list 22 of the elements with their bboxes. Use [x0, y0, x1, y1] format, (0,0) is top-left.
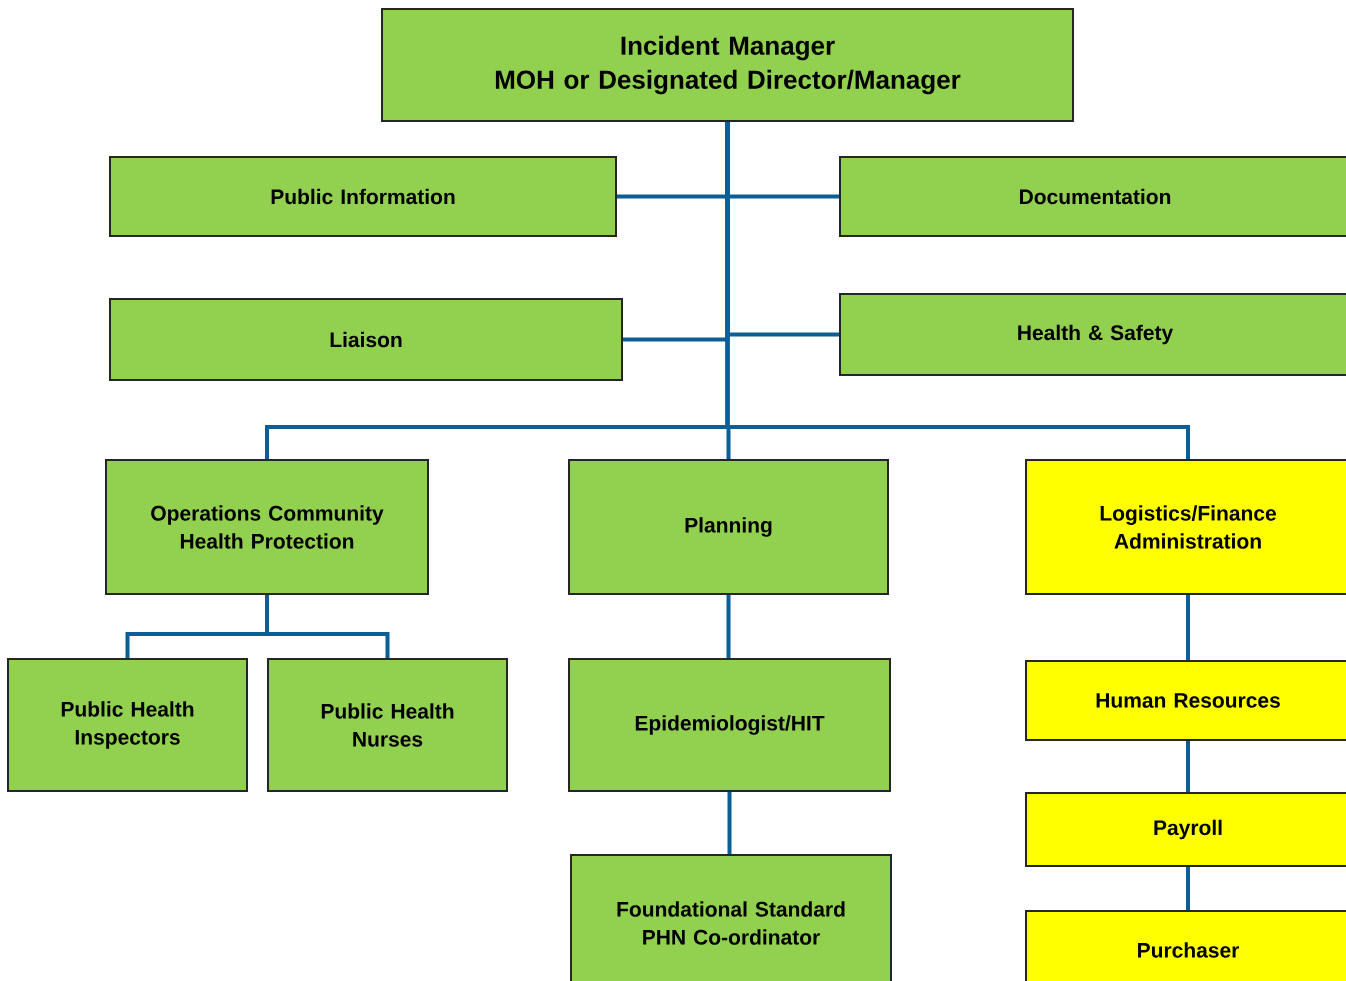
role-box: Incident Manager MOH or Designated Director/Manager — [381, 8, 1074, 122]
connector-line — [1186, 741, 1190, 792]
role-box: Logistics/Finance Administration — [1025, 459, 1346, 595]
role-box: Operations Community Health Protection — [105, 459, 429, 595]
connector-line — [727, 792, 732, 854]
connector-line — [725, 122, 1190, 459]
connector-line — [1186, 867, 1190, 910]
role-box: Planning — [568, 459, 889, 595]
role-box: Purchaser — [1025, 910, 1346, 981]
role-box: Human Resources — [1025, 660, 1346, 741]
connector-line — [1186, 595, 1190, 660]
role-box: Health & Safety — [839, 293, 1346, 376]
connector-line — [265, 595, 390, 658]
connector-line — [726, 595, 731, 658]
role-box: Epidemiologist/HIT — [568, 658, 891, 792]
role-box: Public Health Inspectors — [7, 658, 248, 792]
role-box: Documentation — [839, 156, 1346, 237]
role-box: Payroll — [1025, 792, 1346, 867]
role-box: Public Health Nurses — [267, 658, 508, 792]
role-box: Foundational Standard PHN Co-ordinator — [570, 854, 892, 981]
role-box: Liaison — [109, 298, 623, 381]
role-box: Public Information — [109, 156, 617, 237]
